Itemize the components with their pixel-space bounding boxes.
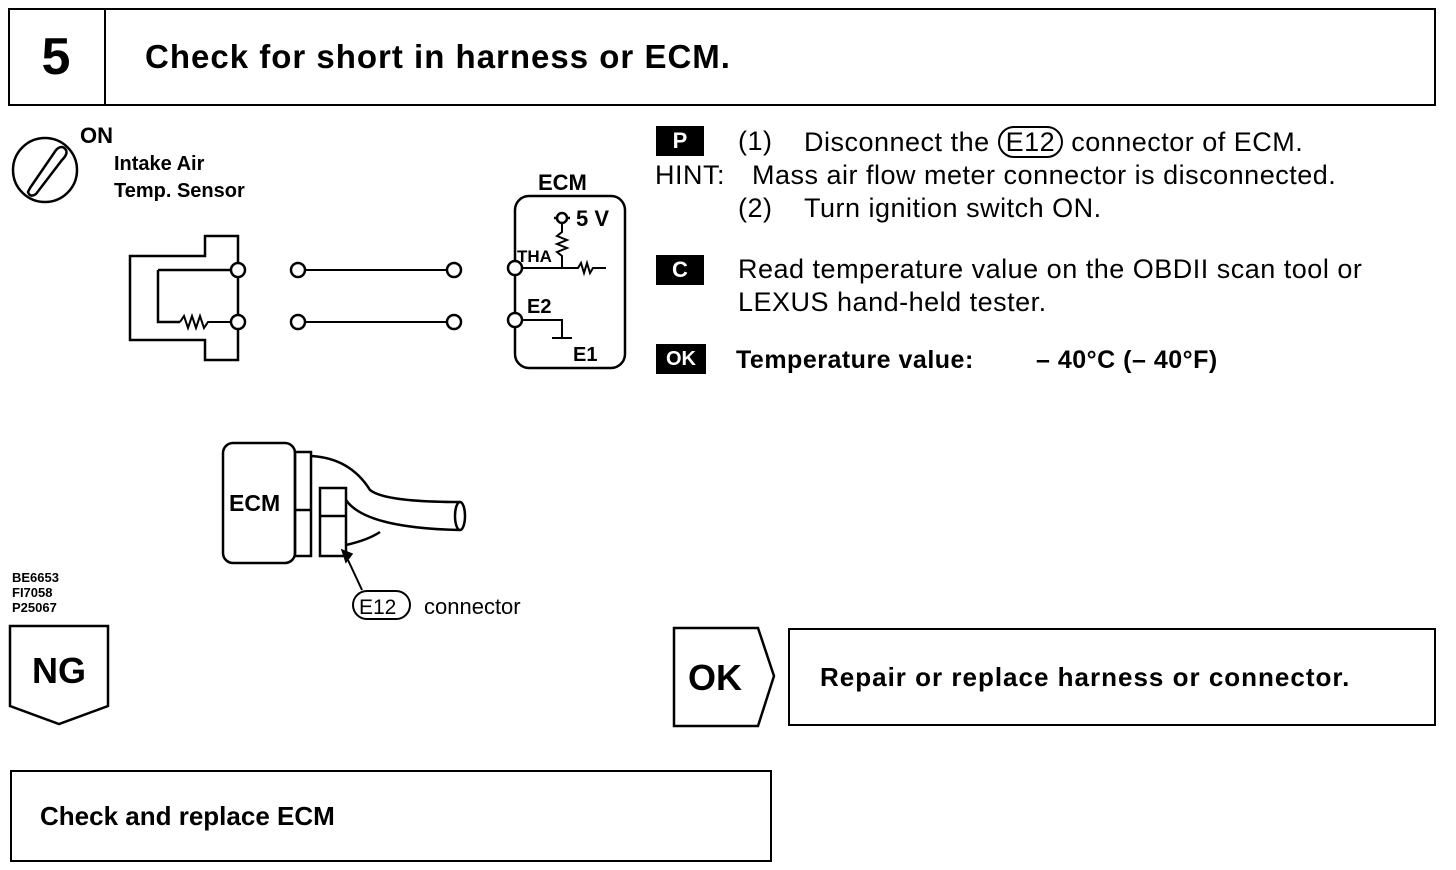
figure-code: FI7058 xyxy=(12,585,53,600)
hint-label: HINT: xyxy=(655,160,725,190)
ok-tag: OK xyxy=(656,344,706,374)
instruction-item1-pre: Disconnect the xyxy=(804,127,990,157)
ecm-label: ECM xyxy=(538,170,587,195)
step-title: Check for short in harness or ECM. xyxy=(145,38,731,75)
instruction-item2: Turn ignition switch ON. xyxy=(804,193,1102,223)
instruction-item1-post: connector of ECM. xyxy=(1071,127,1304,157)
prepare-tag: P xyxy=(656,126,704,156)
ng-label: NG xyxy=(32,650,86,691)
ignition-key-icon xyxy=(11,136,79,204)
e2-label: E2 xyxy=(527,296,551,318)
check-line2: LEXUS hand-held tester. xyxy=(738,287,1047,317)
ignition-on-label: ON xyxy=(80,123,113,148)
connector-code: E12 xyxy=(359,596,396,619)
ecm-unit-illustration xyxy=(221,441,467,591)
instruction-item1-code: E12 xyxy=(997,126,1064,158)
hint-text: Mass air flow meter connector is disconn… xyxy=(752,160,1337,190)
ok-arrow-shape xyxy=(672,626,776,728)
ng-arrow-shape xyxy=(8,624,110,726)
tha-label: THA xyxy=(517,247,552,266)
e1-label: E1 xyxy=(573,344,597,366)
ng-action-box: Check and replace ECM xyxy=(10,770,772,862)
wiring-diagram: ON Intake Air Temp. Sensor ECM 5 V THA E… xyxy=(11,123,627,620)
instruction-item1: Disconnect the E12 connector of ECM. xyxy=(804,126,1303,158)
harness-wires xyxy=(289,261,463,331)
ecm-circuit xyxy=(513,194,627,370)
ok-criteria-label: Temperature value: xyxy=(736,346,974,374)
ok-action-box: Repair or replace harness or connector. xyxy=(788,628,1436,726)
ecm-unit-label: ECM xyxy=(229,490,280,516)
check-line1: Read temperature value on the OBDII scan… xyxy=(738,254,1363,284)
figure-code: P25067 xyxy=(12,600,57,615)
step-header-box xyxy=(8,8,1436,106)
ok-label: OK xyxy=(688,657,742,698)
intake-air-temp-sensor xyxy=(128,234,240,362)
ok-criteria-value: – 40°C (– 40°F) xyxy=(1036,346,1218,374)
sensor-label-line2: Temp. Sensor xyxy=(114,180,245,202)
figure-code: BE6653 xyxy=(12,570,59,585)
step-number: 5 xyxy=(8,8,106,106)
voltage-label: 5 V xyxy=(576,206,609,231)
check-tag: C xyxy=(656,255,704,285)
connector-label: connector xyxy=(424,594,521,619)
instruction-item1-num: (1) xyxy=(738,126,773,156)
figure-codes: BE6653 FI7058 P25067 xyxy=(12,570,59,615)
sensor-label-line1: Intake Air xyxy=(114,153,205,175)
instruction-item2-num: (2) xyxy=(738,193,773,223)
